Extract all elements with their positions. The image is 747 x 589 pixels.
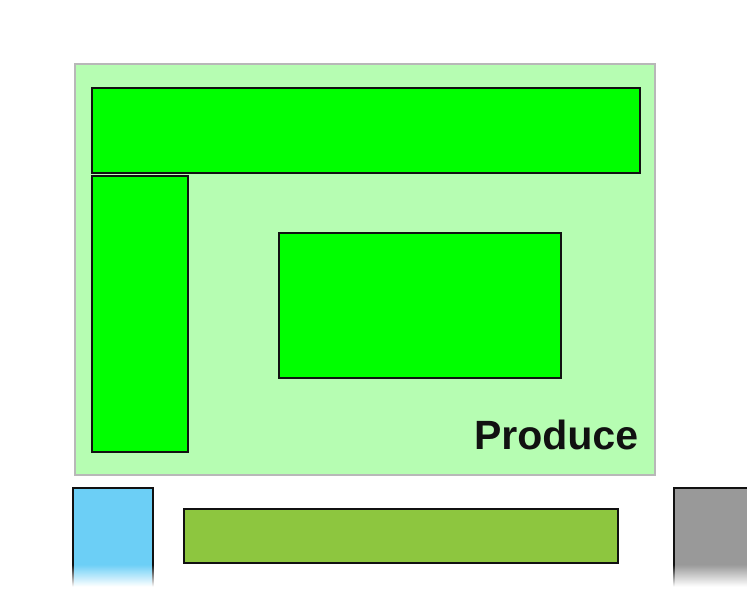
zone-label: Produce [473, 412, 638, 458]
gray-cell [673, 487, 747, 587]
olive-bar [183, 508, 619, 564]
top-shelf [91, 87, 641, 174]
left-shelf [91, 175, 189, 453]
center-table [278, 232, 562, 379]
blue-cell [72, 487, 154, 587]
